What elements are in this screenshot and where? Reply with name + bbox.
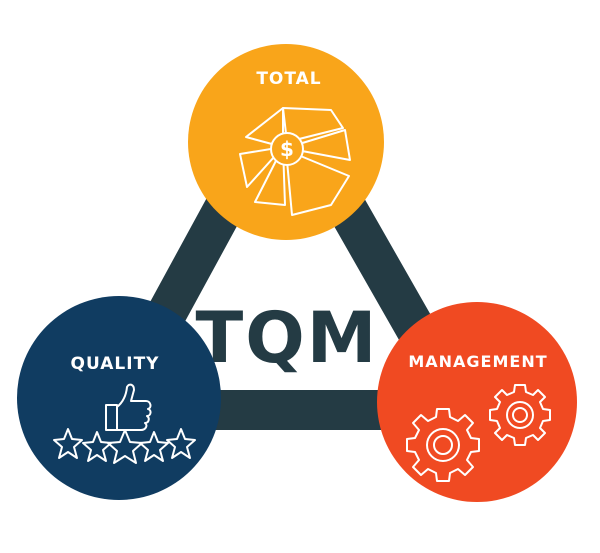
node-total: TOTAL $ — [188, 44, 384, 240]
node-quality-circle — [17, 296, 221, 500]
node-management: MANAGEMENT — [377, 302, 577, 502]
triangle-connector — [80, 56, 497, 430]
gears-icon — [406, 384, 551, 482]
pie-chart-dollar-icon: $ — [239, 107, 351, 216]
star-icon — [139, 431, 169, 462]
node-management-circle — [377, 302, 577, 502]
thumbs-up-stars-icon — [53, 383, 196, 464]
node-quality: QUALITY — [17, 296, 221, 500]
triangle-frame — [80, 56, 497, 430]
dollar-symbol: $ — [280, 137, 294, 161]
node-management-label: MANAGEMENT — [408, 352, 547, 371]
center-title: TQM — [196, 297, 379, 379]
gear-icon — [406, 408, 480, 482]
star-icon — [166, 428, 196, 459]
node-total-label: TOTAL — [256, 69, 321, 89]
node-quality-label: QUALITY — [71, 354, 160, 374]
star-icon — [53, 428, 83, 459]
gear-icon — [489, 384, 551, 446]
star-icon — [107, 429, 143, 464]
